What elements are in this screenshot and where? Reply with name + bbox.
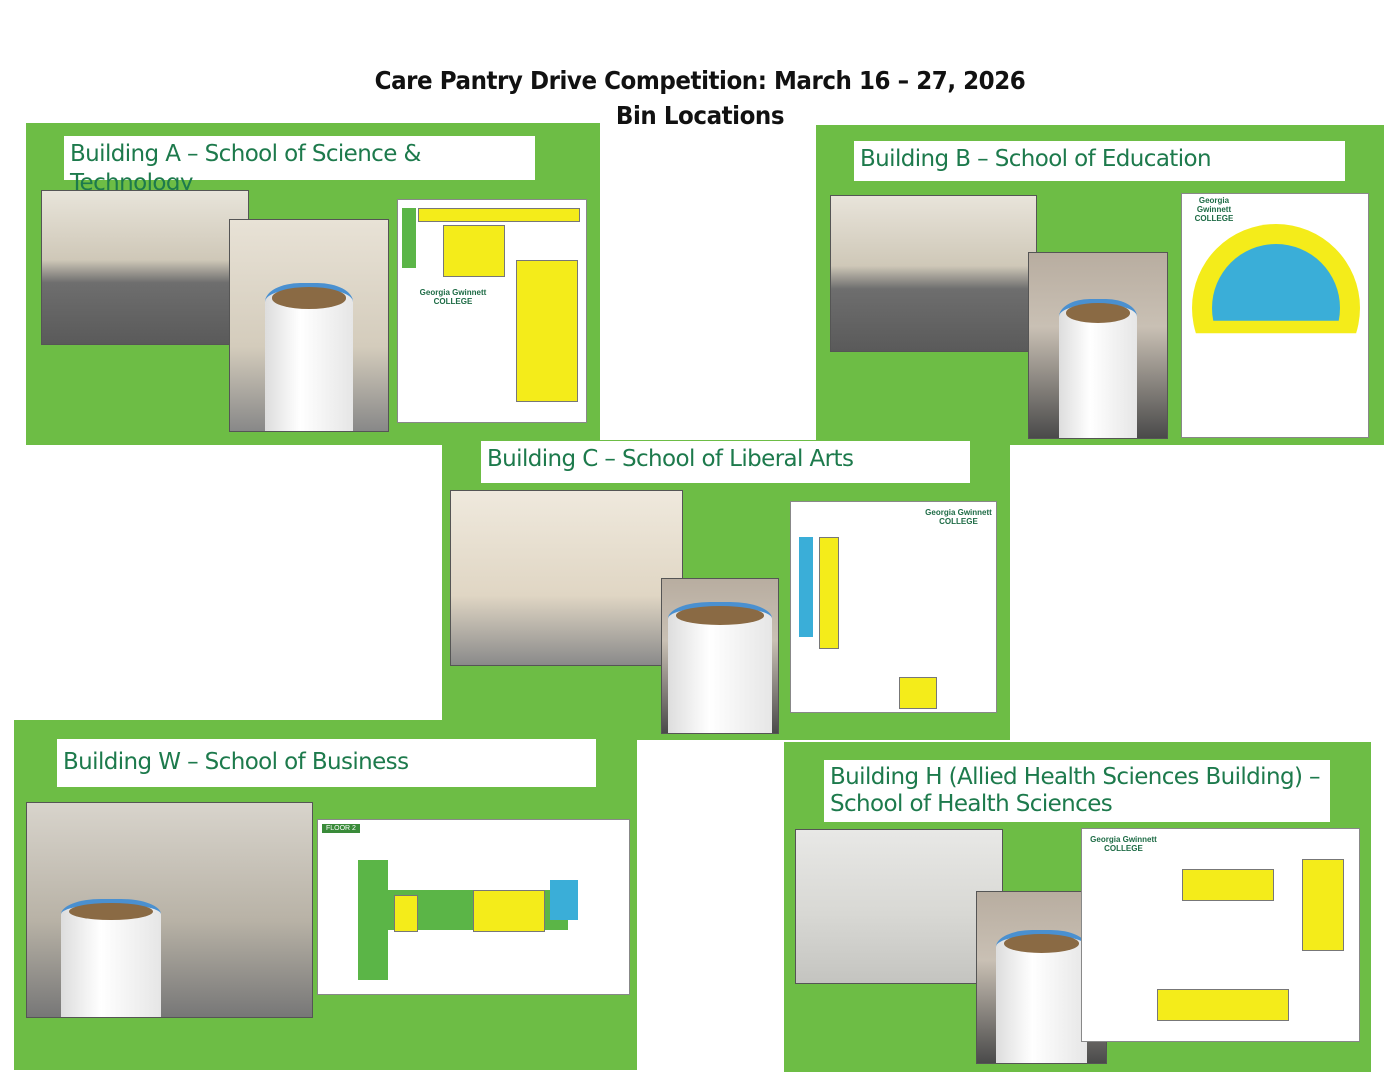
georgia-gwinnett-logo: Georgia Gwinnett COLLEGE <box>925 508 992 526</box>
building-h-hallway-photo <box>795 829 1003 984</box>
building-c-lobby-photo <box>450 490 683 666</box>
building-w-label: Building W – School of Business <box>57 739 596 787</box>
georgia-gwinnett-logo: Georgia Gwinnett COLLEGE <box>419 288 487 306</box>
building-a-hallway-photo <box>41 190 249 345</box>
building-a-label: Building A – School of Science & Technol… <box>64 136 535 196</box>
building-a-bin-photo <box>229 219 389 432</box>
building-b-label: Building B – School of Education <box>854 141 1345 181</box>
building-c-bin-photo <box>661 578 779 734</box>
building-w-map: FLOOR 2 <box>317 819 630 995</box>
georgia-gwinnett-logo: Georgia Gwinnett COLLEGE <box>1194 196 1234 223</box>
building-b-hallway-photo <box>830 195 1037 352</box>
page-title: Care Pantry Drive Competition: March 16 … <box>374 66 1026 95</box>
building-h-label: Building H (Allied Health Sciences Build… <box>824 760 1330 822</box>
page-subtitle: Bin Locations <box>615 101 785 130</box>
building-a-map: Georgia Gwinnett COLLEGE <box>397 199 587 423</box>
building-b-map: Georgia Gwinnett COLLEGE <box>1181 193 1369 438</box>
building-h-label-line1: Building H (Allied Health Sciences Build… <box>830 764 1321 790</box>
floor-label: FLOOR 2 <box>322 824 360 833</box>
building-b-bin-photo <box>1028 252 1168 439</box>
building-c-label: Building C – School of Liberal Arts <box>481 441 970 483</box>
building-w-bin-photo <box>26 802 313 1018</box>
building-h-map: Georgia Gwinnett COLLEGE <box>1081 828 1360 1042</box>
building-h-label-line2: School of Health Sciences <box>830 791 1113 817</box>
georgia-gwinnett-logo: Georgia Gwinnett COLLEGE <box>1090 835 1157 853</box>
building-c-map: Georgia Gwinnett COLLEGE <box>790 501 997 713</box>
